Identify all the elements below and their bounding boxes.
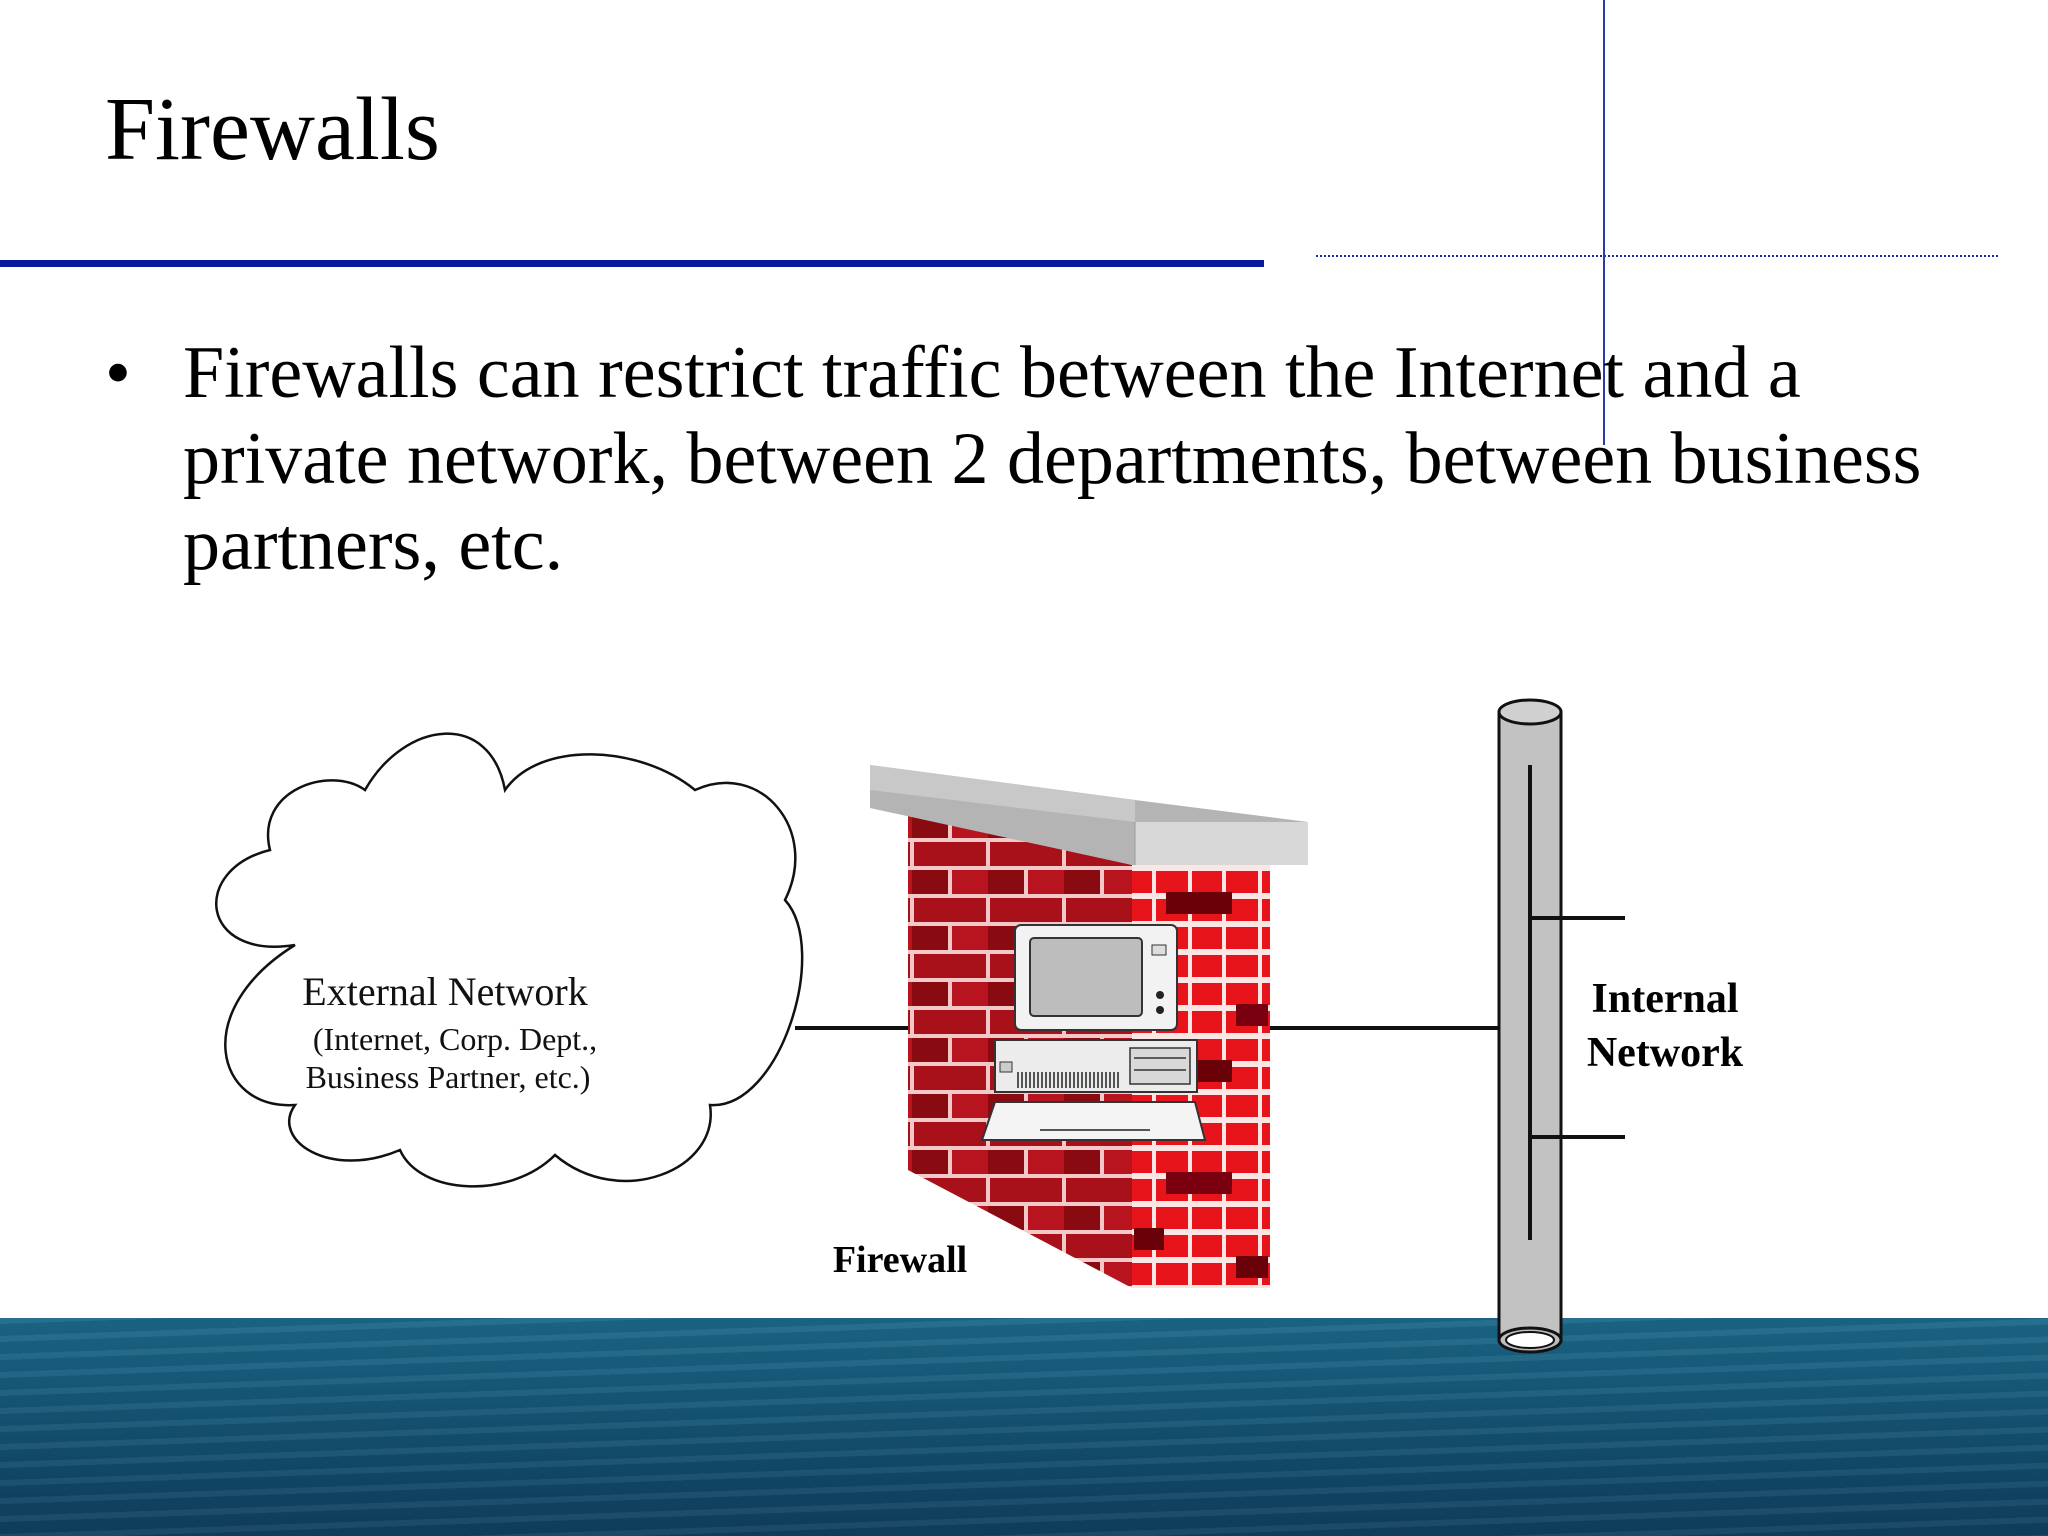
bullet-point: • Firewalls can restrict traffic between… (105, 330, 1965, 588)
computer-icon (980, 924, 1207, 1141)
dotted-guide-line (1316, 255, 1998, 257)
external-network-label: External Network (302, 969, 587, 1014)
title-underline (0, 260, 1264, 267)
firewall-label: Firewall (833, 1239, 967, 1281)
internal-network-label-2: Network (1587, 1030, 1744, 1076)
slide-title: Firewalls (105, 80, 440, 179)
external-network-detail-1: (Internet, Corp. Dept., (313, 1021, 597, 1057)
vertical-guide-line (1603, 0, 1605, 445)
footer-water-band (0, 1318, 2048, 1536)
bullet-dot: • (105, 332, 131, 414)
internal-network-label-1: Internal (1592, 976, 1739, 1022)
external-network-detail-2: Business Partner, etc.) (306, 1059, 591, 1095)
network-backbone-pipe-icon (1497, 698, 1625, 1354)
bullet-text: Firewalls can restrict traffic between t… (183, 332, 1922, 586)
external-network-cloud: External Network (Internet, Corp. Dept.,… (215, 732, 804, 1188)
